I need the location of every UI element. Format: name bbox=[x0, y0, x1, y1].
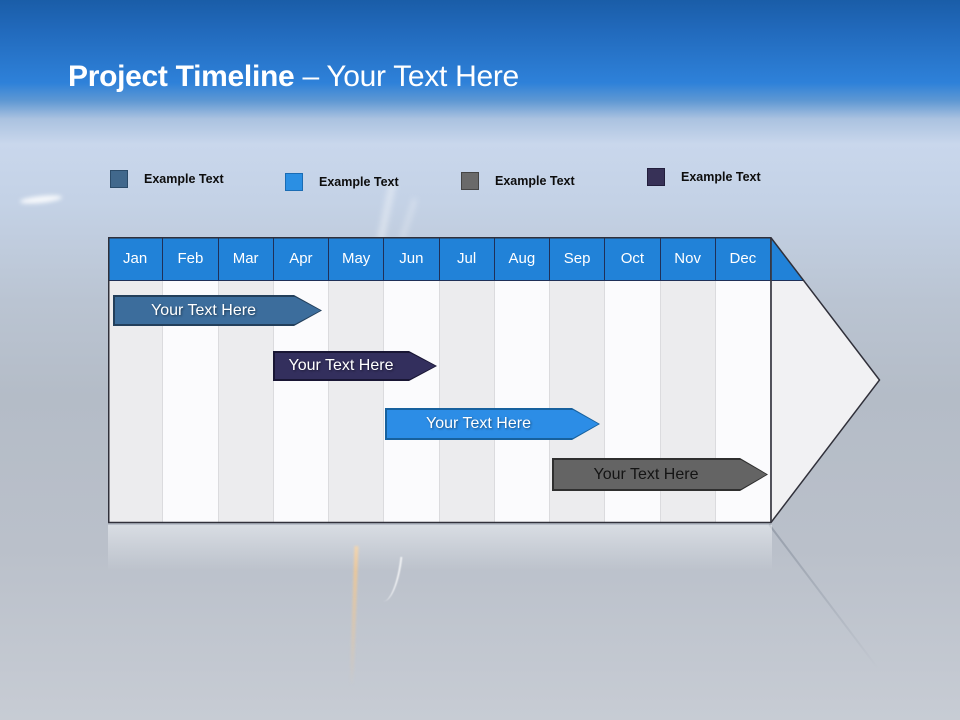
legend-item: Example Text bbox=[647, 168, 761, 186]
legend-item: Example Text bbox=[285, 173, 399, 191]
month-header-apr: Apr bbox=[274, 237, 329, 280]
light-streak bbox=[377, 182, 396, 242]
month-header-jun: Jun bbox=[384, 237, 440, 280]
month-header-aug: Aug bbox=[495, 237, 550, 280]
month-header-dec: Dec bbox=[716, 237, 771, 280]
task-bar-4: Your Text Here bbox=[552, 458, 768, 491]
light-streak bbox=[399, 198, 418, 240]
task-bar-3: Your Text Here bbox=[385, 408, 600, 440]
light-streak bbox=[19, 193, 63, 206]
month-header-oct: Oct bbox=[605, 237, 661, 280]
task-bar-label: Your Text Here bbox=[151, 301, 256, 319]
legend-label: Example Text bbox=[681, 170, 761, 184]
month-header-nov: Nov bbox=[661, 237, 716, 280]
legend-item: Example Text bbox=[110, 170, 224, 188]
month-header-mar: Mar bbox=[219, 237, 274, 280]
task-bar-2: Your Text Here bbox=[273, 351, 437, 381]
legend-swatch bbox=[285, 173, 303, 191]
title-light: – Your Text Here bbox=[302, 60, 519, 93]
arrow-tip-reflection bbox=[768, 524, 880, 671]
slide-title: Project Timeline – Your Text Here bbox=[68, 60, 519, 94]
month-header-feb: Feb bbox=[163, 237, 219, 280]
legend-swatch bbox=[461, 172, 479, 190]
legend-swatch bbox=[110, 170, 128, 188]
title-bold: Project Timeline bbox=[68, 60, 303, 93]
task-bar-label: Your Text Here bbox=[288, 357, 394, 374]
legend-item: Example Text bbox=[461, 172, 575, 190]
task-bar-1: Your Text Here bbox=[113, 295, 322, 326]
legend-label: Example Text bbox=[319, 175, 399, 189]
task-bar-label: Your Text Here bbox=[593, 465, 699, 483]
table-reflection bbox=[108, 525, 772, 571]
timeline-body-right-edge bbox=[770, 237, 772, 523]
month-header-may: May bbox=[329, 237, 385, 280]
task-bar-label: Your Text Here bbox=[426, 415, 531, 432]
month-header-jul: Jul bbox=[440, 237, 495, 280]
legend-label: Example Text bbox=[144, 172, 224, 186]
legend-swatch bbox=[647, 168, 665, 186]
month-header-sep: Sep bbox=[550, 237, 606, 280]
legend-label: Example Text bbox=[495, 174, 575, 188]
month-header-jan: Jan bbox=[108, 237, 164, 280]
